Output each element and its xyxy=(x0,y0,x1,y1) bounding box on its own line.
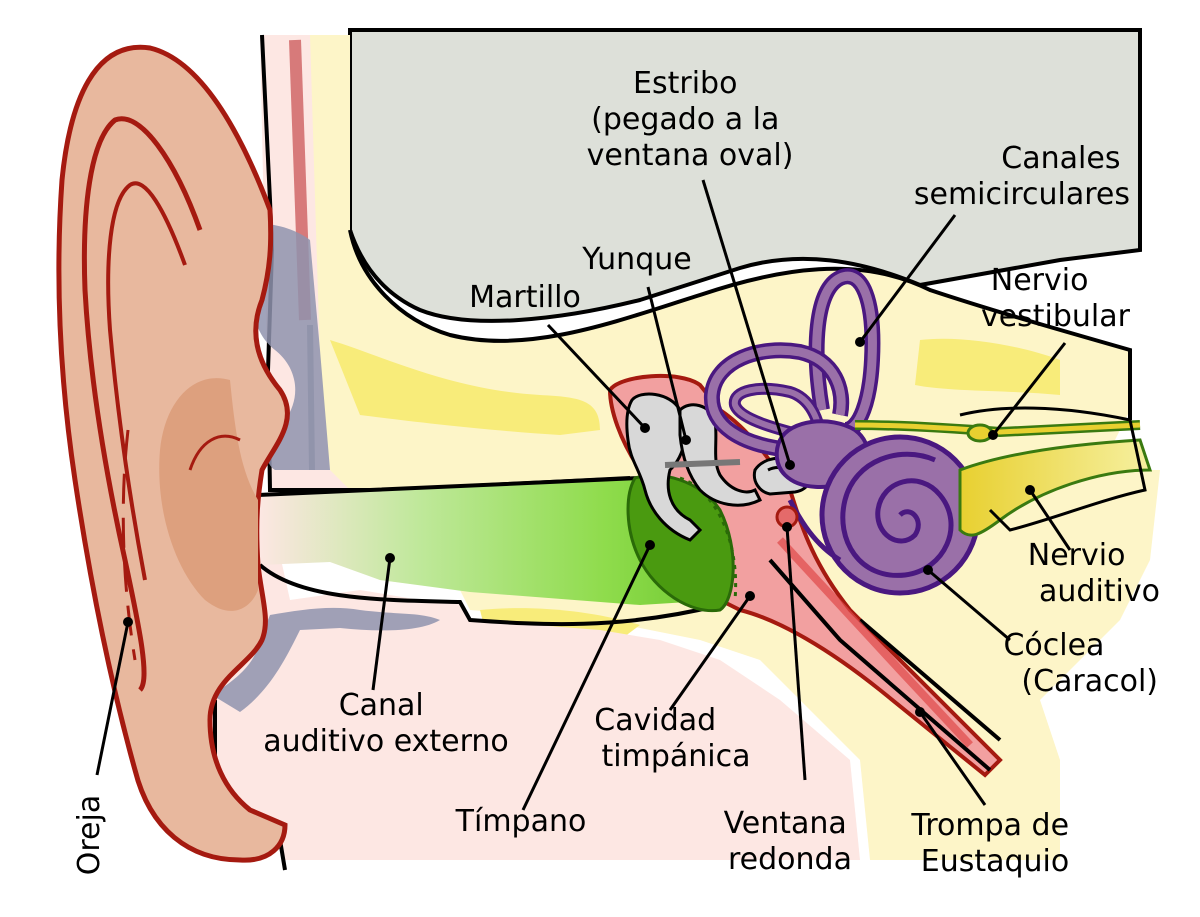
label-martillo: Martillo xyxy=(469,280,581,315)
label-oreja: Oreja xyxy=(72,795,107,875)
eustachian-tube-wall-2 xyxy=(858,618,1002,742)
skull-region xyxy=(348,28,1142,323)
leader-lines xyxy=(95,179,1072,811)
label-nervio-auditivo: Nervio auditivo xyxy=(1028,538,1160,609)
bone-marrow-right xyxy=(915,338,1060,395)
nerve-sheath xyxy=(959,406,1147,532)
label-estribo: Estribo (pegado a la ventana oval) xyxy=(587,66,794,173)
semicircular-canal-lateral-fill xyxy=(707,345,846,455)
label-canales-semicirculares: Canales semicirculares xyxy=(914,141,1130,212)
label-cavidad-timpanica: Cavidad timpánica xyxy=(594,703,750,774)
cartilage-upper xyxy=(225,223,330,470)
label-canal-auditivo-externo: Canal auditivo externo xyxy=(263,688,509,759)
labels: Estribo (pegado a la ventana oval) Canal… xyxy=(72,66,1160,879)
cochlea-base xyxy=(787,498,842,563)
bone-outline xyxy=(348,229,1132,420)
label-nervio-vestibular: Nervio vestibular xyxy=(981,263,1131,334)
vestibular-ganglion xyxy=(966,423,994,443)
semicircular-canal-anterior-fill xyxy=(812,271,877,435)
pinna-dashed xyxy=(121,429,137,661)
label-coclea: Cóclea (Caracol) xyxy=(1003,628,1158,699)
bone-marrow-upper xyxy=(330,340,600,435)
label-trompa-de-eustaquio: Trompa de Eustaquio xyxy=(910,808,1078,879)
semicircular-canal-posterior-fill xyxy=(731,385,823,443)
cartilage-lower xyxy=(212,607,440,712)
tensor-tendon xyxy=(664,459,741,468)
antihelix xyxy=(188,434,241,471)
canal-outline-top xyxy=(257,476,641,497)
eustachian-tube-lumen xyxy=(777,537,973,748)
label-timpano: Tímpano xyxy=(455,804,587,839)
label-ventana-redonda: Ventana redonda xyxy=(724,806,857,877)
label-yunque: Yunque xyxy=(581,242,691,277)
auditory-nerve xyxy=(958,438,1153,537)
pinna-fold-inner xyxy=(106,181,187,581)
pinna-fold-outer xyxy=(81,116,203,692)
canal-outline-bottom xyxy=(258,563,721,627)
cochlea-spiral xyxy=(840,451,954,578)
eustachian-tube-wall xyxy=(768,558,992,772)
ear-canal xyxy=(258,478,720,605)
